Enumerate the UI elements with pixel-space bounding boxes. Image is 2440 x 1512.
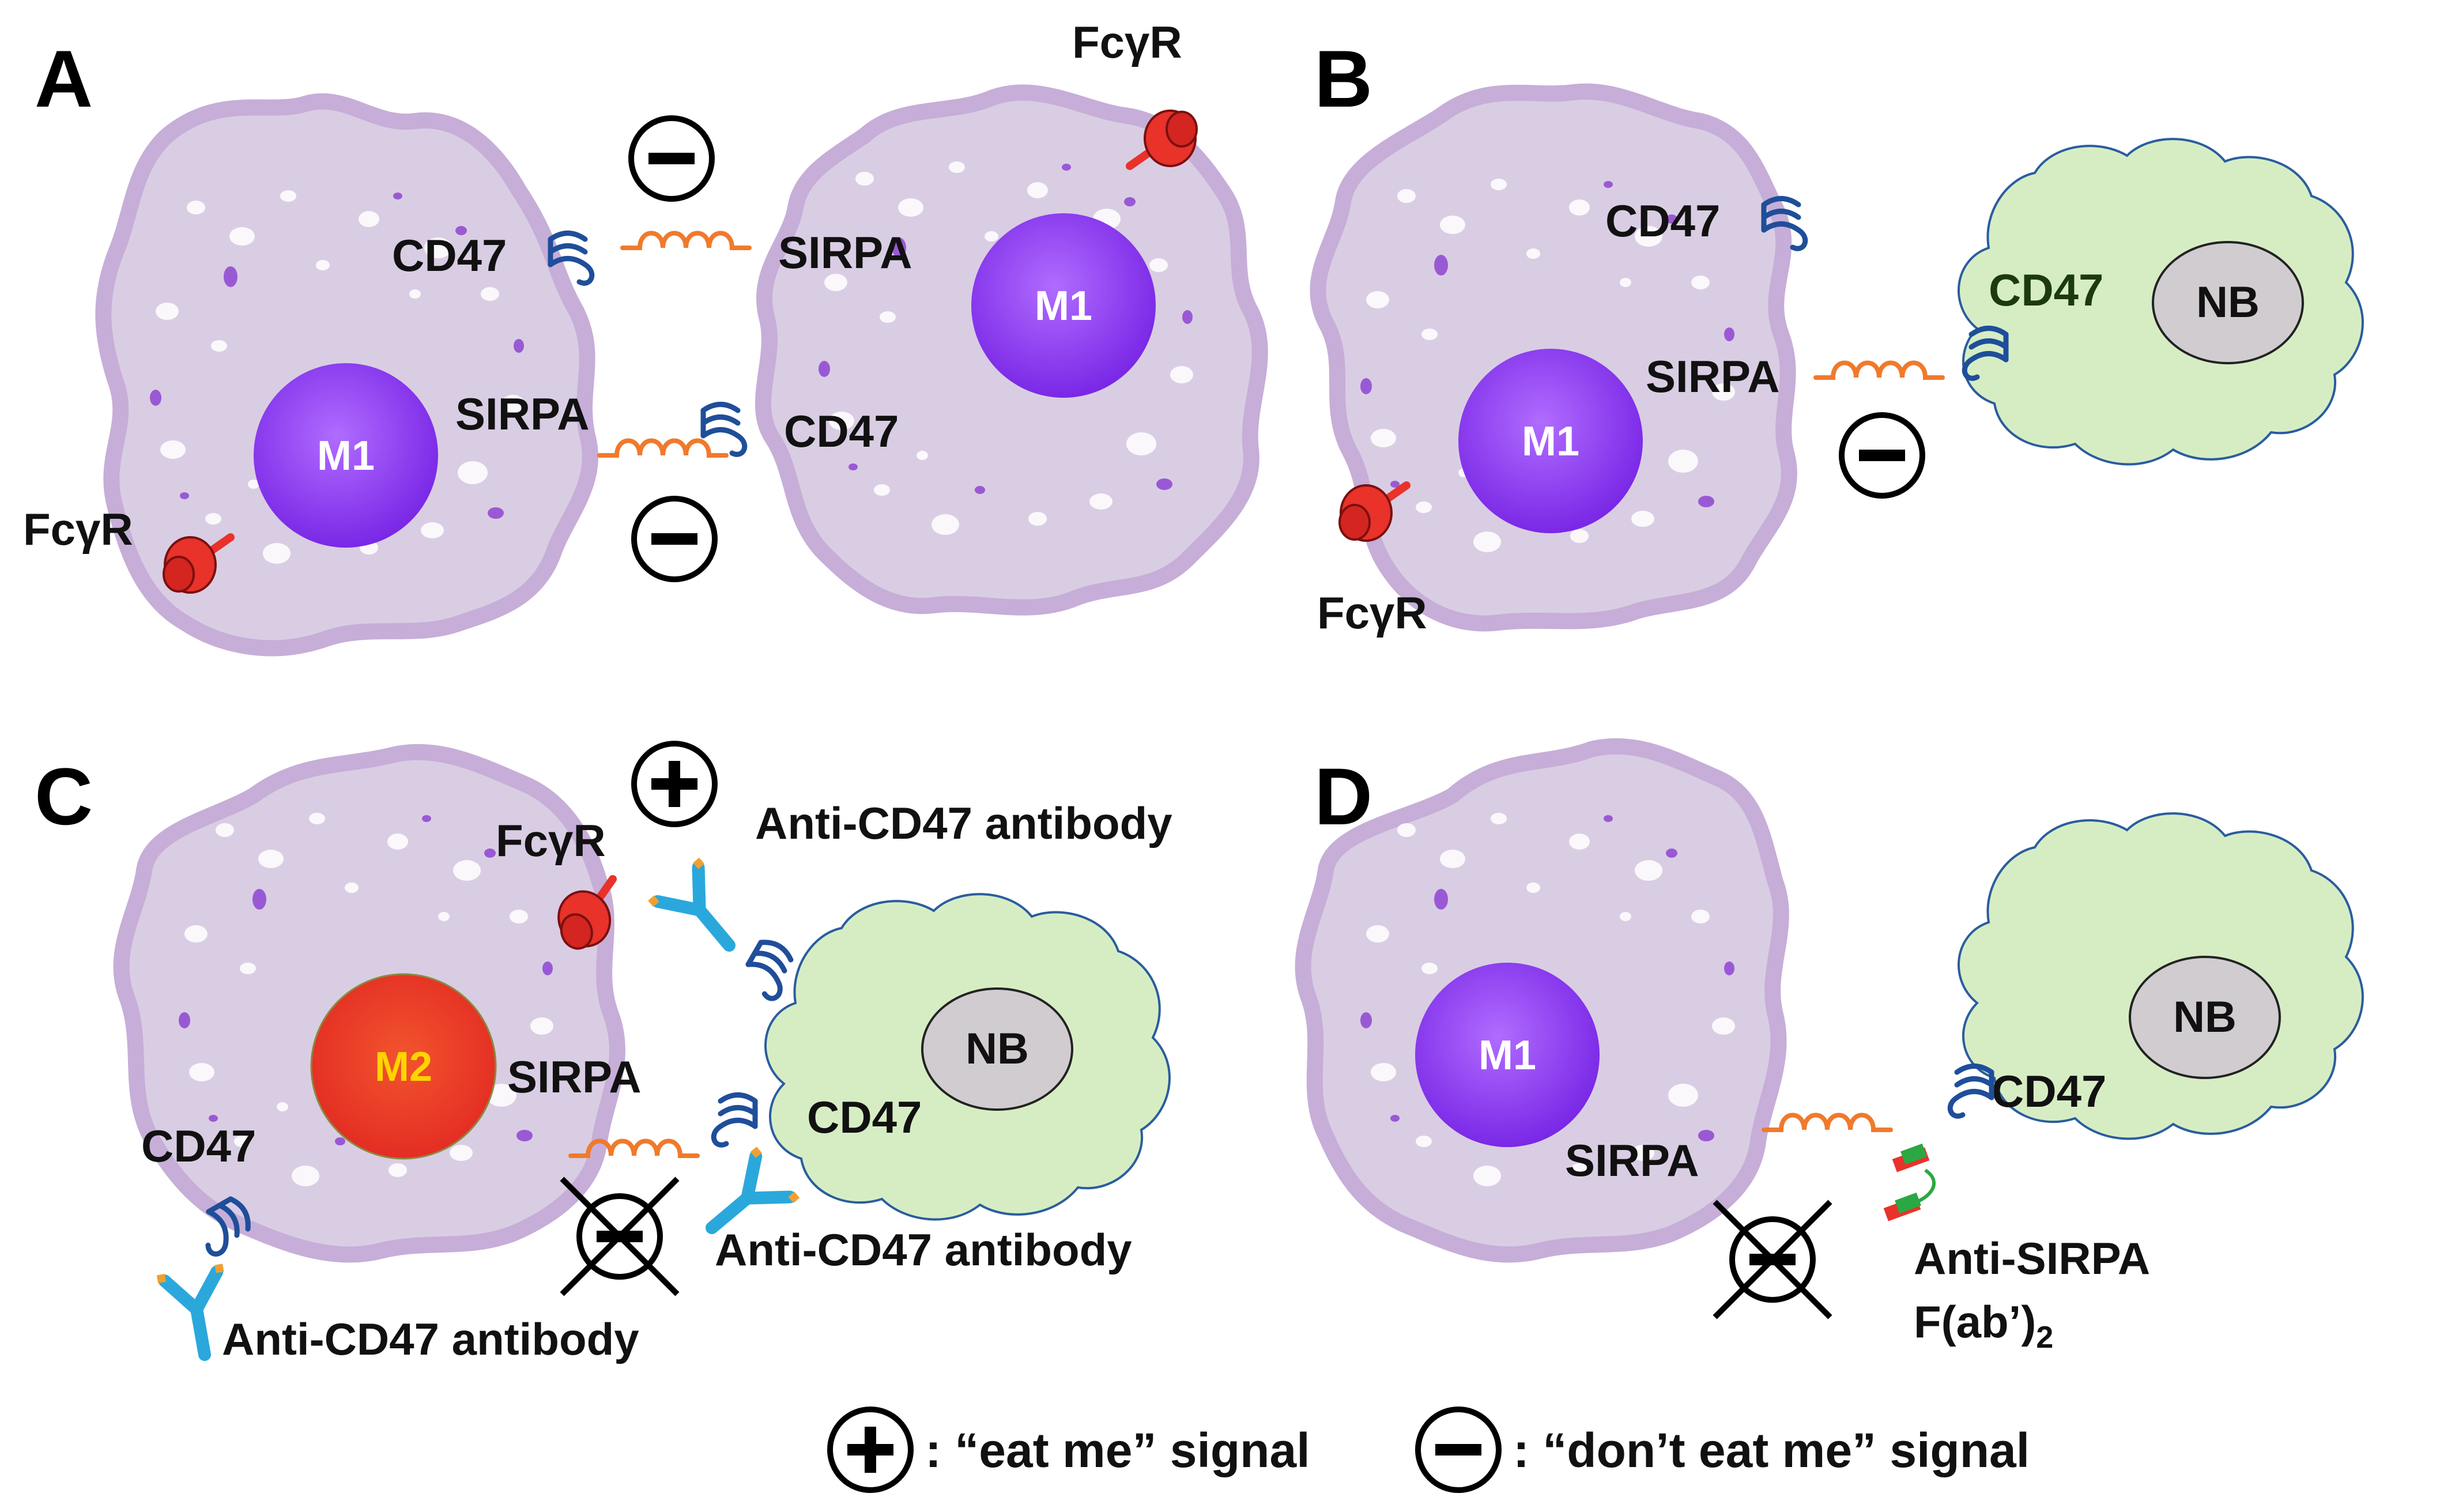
- panel-d-nb-nucleus: [2129, 956, 2281, 1079]
- panel-b: B M1 CD47 SIRPA FcγR NB CD47: [1310, 33, 2364, 638]
- panel-d-nucleus-label: M1: [1479, 1032, 1536, 1079]
- panel-c: C M2 SIRPA FcγR CD47 Anti-CD47 antibody …: [35, 744, 1172, 1364]
- legend-dont-eat-me-label: : “don’t eat me” signal: [1513, 1423, 2030, 1477]
- panel-a-left-macrophage: M1 CD47 SIRPA FcγR: [23, 93, 726, 657]
- panel-d-sirpa-receptor: [1764, 1115, 1891, 1130]
- panel-b-m1-nucleus: [1458, 349, 1643, 533]
- panel-c-blocked-dont-eat-me-sign: [562, 1179, 677, 1294]
- panel-b-macrophage: M1 CD47 SIRPA FcγR: [1310, 83, 1943, 638]
- panel-d-nb-label: NB: [2173, 993, 2237, 1042]
- panel-a-right-nucleus-label: M1: [1035, 283, 1092, 329]
- panel-d-tumor-cell: NB CD47: [1950, 812, 2364, 1140]
- panel-d-fab-label-line2: F(ab’)2: [1914, 1296, 2053, 1355]
- panel-c-macrophage: M2 SIRPA FcγR CD47 Anti-CD47 antibody: [113, 744, 697, 1364]
- panel-a-left-nucleus-label: M1: [317, 433, 375, 479]
- panel-d-fab-label-line1: Anti-SIRPA: [1914, 1233, 2150, 1284]
- panel-b-nb-label: NB: [2196, 278, 2260, 327]
- panel-c-tumor-cell: NB CD47: [714, 893, 1171, 1221]
- panel-d: D M1 SIRPA NB CD47 Anti-SIRPA F(ab’)2: [1295, 738, 2364, 1355]
- panel-a-right-sirpa-receptor: [623, 233, 749, 248]
- panel-a-dont-eat-me-sign-top: [631, 118, 712, 199]
- legend-eat-me-label: : “eat me” signal: [925, 1423, 1310, 1477]
- panel-c-m2-nucleus: [310, 973, 497, 1160]
- panel-b-tumor-cell: NB CD47: [1958, 138, 2364, 466]
- panel-a-left-sirpa-receptor: [599, 441, 726, 456]
- panel-c-nb-nucleus: [921, 987, 1073, 1111]
- panel-a-left-fcgr-label: FcγR: [23, 504, 133, 555]
- panel-c-tumor-cd47-receptor-top: [739, 937, 800, 1001]
- panel-c-nucleus-label: M2: [375, 1044, 432, 1090]
- panel-a-right-fcgr-label: FcγR: [1072, 17, 1182, 67]
- panel-c-tumor-cd47-label: CD47: [807, 1092, 922, 1143]
- panel-d-blocked-dont-eat-me-sign: [1715, 1202, 1830, 1317]
- legend-dont-eat-me-icon: [1418, 1409, 1499, 1490]
- panel-d-m1-nucleus: [1415, 963, 1600, 1147]
- panel-c-tumor-cd47-receptor-bottom: [714, 1095, 755, 1145]
- legend-eat-me-icon: [830, 1409, 911, 1490]
- panel-c-antibody-bottom-label: Anti-CD47 antibody: [222, 1314, 639, 1364]
- panel-b-tumor-cd47-label: CD47: [1989, 265, 2103, 315]
- legend: : “eat me” signal : “don’t eat me” signa…: [830, 1409, 2030, 1490]
- panel-a-right-m1-nucleus: [971, 213, 1156, 398]
- panel-d-anti-sirpa-fab: [1883, 1143, 1936, 1221]
- panel-b-fcgr-label: FcγR: [1317, 587, 1427, 638]
- panel-a-right-macrophage: M1 SIRPA CD47 FcγR: [623, 17, 1268, 616]
- panel-d-tumor-cd47-label: CD47: [1992, 1066, 2106, 1117]
- panel-c-antibody-top-label: Anti-CD47 antibody: [755, 798, 1172, 849]
- panel-b-sirpa-receptor: [1816, 363, 1943, 378]
- panel-c-top-antibody: [648, 858, 755, 967]
- panel-d-sirpa-label: SIRPA: [1565, 1135, 1699, 1186]
- panel-a-right-sirpa-label: SIRPA: [778, 227, 912, 278]
- panel-a-left-m1-nucleus: [254, 363, 438, 548]
- panel-c-antibody-mid-label: Anti-CD47 antibody: [715, 1224, 1132, 1275]
- panel-c-nb-label: NB: [966, 1024, 1029, 1073]
- panel-a-left-cd47-label: CD47: [392, 230, 507, 281]
- panel-b-cd47-label: CD47: [1605, 195, 1720, 246]
- panel-c-fcgr-label: FcγR: [496, 815, 606, 866]
- panel-a-dont-eat-me-sign-bottom: [634, 499, 715, 579]
- panel-b-sirpa-label: SIRPA: [1646, 351, 1780, 402]
- panel-b-letter: B: [1314, 33, 1372, 124]
- panel-d-macrophage: M1 SIRPA: [1295, 738, 1891, 1263]
- panel-b-nucleus-label: M1: [1522, 418, 1579, 465]
- panel-a-right-cd47-label: CD47: [784, 406, 899, 457]
- panel-b-nb-nucleus: [2152, 241, 2304, 364]
- panel-c-eat-me-sign: [634, 744, 715, 824]
- panel-a: A M1 CD47 SIRPA FcγR M1 SIRPA CD47 FcγR: [23, 17, 1268, 657]
- panel-c-sirpa-label: SIRPA: [507, 1051, 642, 1102]
- panel-c-letter: C: [35, 751, 93, 842]
- panel-c-cd47-label: CD47: [141, 1121, 256, 1171]
- panel-a-letter: A: [35, 33, 93, 124]
- panel-a-left-sirpa-label: SIRPA: [455, 389, 590, 439]
- panel-b-dont-eat-me-sign: [1842, 415, 1922, 496]
